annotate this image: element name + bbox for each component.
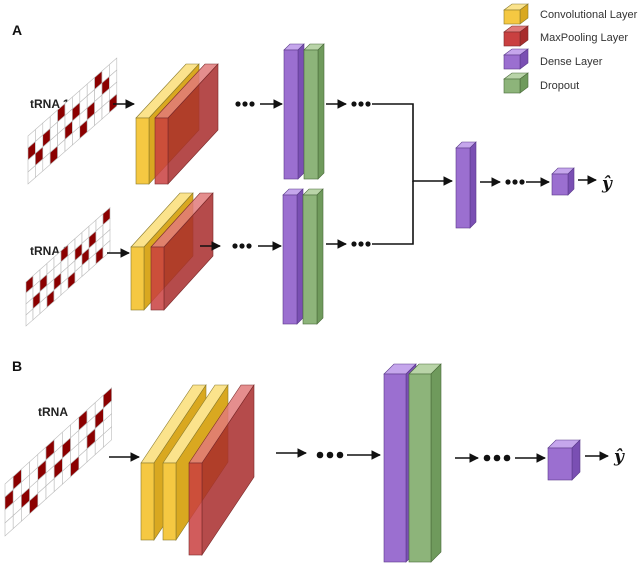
legend-item-conv: Convolutional Layer [503, 3, 638, 25]
legend-label-dropout: Dropout [540, 80, 579, 92]
arrow-merge-top [372, 103, 453, 186]
dropout-layer-a2 [302, 188, 324, 325]
legend-swatch-dense [503, 48, 529, 70]
legend-swatch-dropout [503, 72, 529, 94]
panel-a-label: A [12, 22, 22, 38]
legend-swatch-conv [503, 3, 529, 25]
dense-layer-a2 [282, 188, 304, 325]
ellipsis-a1-conv [235, 101, 255, 107]
legend-item-pool: MaxPooling Layer [503, 25, 628, 47]
onehot-matrix-trna1 [27, 57, 118, 185]
legend-item-dropout: Dropout [503, 72, 579, 94]
legend: Convolutional Layer MaxPooling Layer Den… [503, 3, 638, 94]
onehot-cell [103, 426, 112, 448]
input-label-trna: tRNA [38, 405, 68, 419]
ellipsis-a-merged [505, 179, 525, 185]
legend-swatch-pool [503, 25, 529, 47]
onehot-cell [102, 239, 111, 259]
ellipsis-b-conv [316, 451, 344, 459]
dropout-layer-a1 [303, 43, 325, 180]
legend-item-dense: Dense Layer [503, 48, 603, 70]
legend-label-pool: MaxPooling Layer [540, 32, 628, 44]
input-label-trna1: tRNA 1 [30, 97, 70, 111]
output-yhat-b: ŷ [613, 447, 625, 467]
output-yhat-a: ŷ [601, 174, 613, 194]
onehot-matrix-trna2 [25, 206, 111, 327]
pool-layer-a2 [150, 192, 214, 311]
output-layer-a [551, 167, 575, 196]
arrow-merge-bottom [372, 181, 414, 245]
legend-label-dense: Dense Layer [540, 56, 603, 68]
ellipsis-a2-conv [232, 243, 252, 249]
ellipsis-a1-dense [351, 101, 371, 107]
dropout-layer-b [408, 363, 442, 563]
output-layer-b [547, 439, 581, 481]
merged-dense-layer-a [455, 141, 477, 229]
pool-layer-a1 [154, 63, 219, 185]
onehot-matrix-trna [4, 387, 112, 537]
pool-layer-b [188, 384, 255, 556]
legend-label-conv: Convolutional Layer [540, 9, 638, 21]
ellipsis-a2-dense [351, 241, 371, 247]
dense-layer-a1 [283, 43, 305, 180]
panel-b-label: B [12, 358, 22, 374]
ellipsis-b-dense [483, 454, 511, 462]
